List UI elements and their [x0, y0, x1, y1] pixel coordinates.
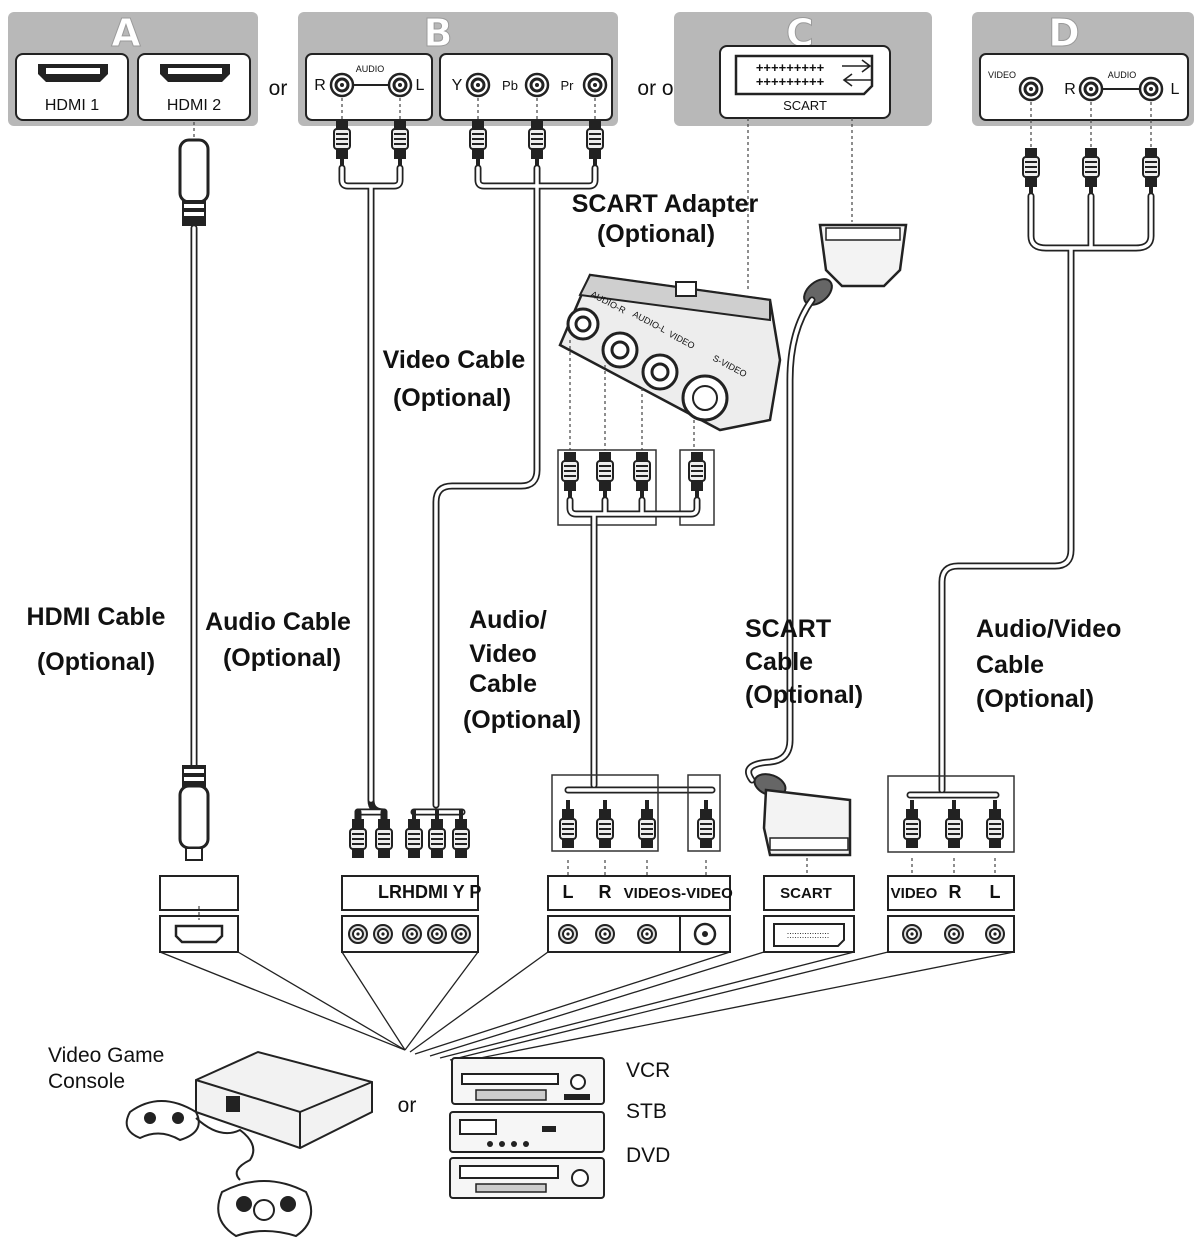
svg-text:Audio/: Audio/	[469, 606, 547, 634]
dvd-label: DVD	[626, 1144, 670, 1167]
audio-cable	[333, 119, 409, 859]
scart-port-label: SCART	[783, 98, 827, 113]
svg-text:SCART: SCART	[745, 615, 831, 643]
svg-text:(Optional): (Optional)	[37, 648, 155, 676]
svg-text:(Optional): (Optional)	[745, 681, 863, 709]
svg-text:+++++++++: +++++++++	[756, 60, 825, 75]
y-jack	[465, 72, 491, 98]
jack-scart: SCART :::::::::::::::::	[763, 858, 855, 953]
controller-2	[217, 1180, 313, 1238]
svg-text:SCART: SCART	[780, 885, 832, 902]
audio-l-jack	[387, 72, 413, 98]
label-scart-adapter: SCART Adapter (Optional)	[572, 190, 759, 248]
svg-text:(Optional): (Optional)	[393, 384, 511, 412]
hdmi-cable	[178, 138, 210, 861]
stb-device	[449, 1111, 605, 1153]
svg-text:Console: Console	[48, 1070, 125, 1093]
d-r-label: R	[1064, 81, 1076, 98]
svg-text:S-VIDEO: S-VIDEO	[671, 885, 733, 902]
svg-text:Video Cable: Video Cable	[383, 346, 526, 374]
panel-c: C +++++++++ +++++++++ SCART	[674, 11, 932, 126]
fan-lines	[159, 951, 1015, 1063]
hdmi2-port: HDMI 2	[137, 53, 251, 121]
svg-text:Cable: Cable	[745, 648, 813, 676]
d-r-jack	[1078, 76, 1104, 102]
svg-text:Video Game: Video Game	[48, 1044, 164, 1067]
hdmi1-label: HDMI 1	[45, 97, 99, 114]
hdmi2-label: HDMI 2	[167, 97, 221, 114]
panel-d: D VIDEO R AUDIO L	[972, 11, 1194, 126]
stb-label: STB	[626, 1100, 667, 1123]
svg-text:(Optional): (Optional)	[597, 220, 715, 248]
svg-text:Cable: Cable	[469, 670, 537, 698]
svg-text:L: L	[990, 882, 1001, 902]
svg-text:Video: Video	[469, 640, 537, 668]
svg-text::::::::::::::::::: :::::::::::::::::	[787, 930, 830, 940]
audio-r-label: R	[314, 77, 326, 94]
svg-text:HDMI Cable: HDMI Cable	[27, 603, 166, 631]
scart-port: +++++++++ +++++++++ SCART	[734, 54, 874, 113]
svg-text:SCART Adapter: SCART Adapter	[572, 190, 759, 218]
dvd-device	[449, 1157, 605, 1199]
label-av2-cable: Audio/Video Cable (Optional)	[976, 615, 1121, 713]
or-label-ab: or	[269, 77, 288, 100]
label-video-cable: Video Cable (Optional)	[383, 346, 526, 412]
audio-r-jack	[329, 72, 355, 98]
jack-hdmi	[159, 875, 239, 953]
or-label-bc: or or	[637, 77, 680, 100]
controller-1	[125, 1100, 200, 1142]
av2-cable	[887, 147, 1160, 853]
jack-component: LRHDMI Y P	[341, 875, 481, 953]
svg-text:(Optional): (Optional)	[223, 644, 341, 672]
label-scart-cable: SCART Cable (Optional)	[745, 615, 863, 709]
jack-av2: VIDEO R L	[887, 858, 1015, 953]
label-av-cable: Audio/ Video Cable (Optional)	[463, 606, 581, 734]
svg-text:(Optional): (Optional)	[976, 685, 1094, 713]
video-cable	[405, 119, 604, 859]
svg-text:R: R	[949, 882, 962, 902]
video-game-console: Video Game Console	[48, 1044, 373, 1238]
y-label: Y	[452, 77, 463, 94]
panel-a-letter: A	[111, 11, 141, 55]
svg-text:Cable: Cable	[976, 651, 1044, 679]
panel-a: A HDMI 1 HDMI 2	[8, 11, 258, 126]
d-audio-label: AUDIO	[1108, 70, 1137, 80]
audio-l-label: L	[416, 77, 425, 94]
scart-cable	[745, 223, 908, 857]
svg-text:R: R	[599, 882, 612, 902]
pb-label: Pb	[502, 78, 518, 93]
label-audio-cable: Audio Cable (Optional)	[205, 608, 351, 672]
panel-b: B AUDIO R L Y Pb Pr	[298, 11, 618, 126]
svg-text:Audio Cable: Audio Cable	[205, 608, 351, 636]
pb-jack	[524, 72, 550, 98]
svg-text:Audio/Video: Audio/Video	[976, 615, 1121, 643]
d-video-label: VIDEO	[988, 70, 1016, 80]
pr-label: Pr	[561, 78, 575, 93]
or-label-bottom: or	[398, 1094, 417, 1117]
label-hdmi-cable: HDMI Cable (Optional)	[27, 603, 166, 676]
panel-d-letter: D	[1048, 11, 1080, 55]
svg-text:(Optional): (Optional)	[463, 706, 581, 734]
av-device-stack: VCR STB DVD	[449, 1057, 670, 1199]
scart-adapter: S-VIDEO VIDEO AUDIO-L AUDIO-R	[558, 273, 782, 432]
svg-text:VIDEO: VIDEO	[891, 885, 938, 902]
hdmi1-port: HDMI 1	[15, 53, 129, 121]
d-video-jack	[1018, 76, 1044, 102]
jack-av: L R VIDEO S-VIDEO	[547, 860, 733, 953]
svg-text:L: L	[563, 882, 574, 902]
panel-b-letter: B	[424, 11, 453, 55]
vcr-label: VCR	[626, 1059, 670, 1082]
pr-jack	[582, 72, 608, 98]
vcr-device	[451, 1057, 605, 1105]
audio-label: AUDIO	[356, 64, 385, 74]
d-l-label: L	[1171, 81, 1180, 98]
svg-text:VIDEO: VIDEO	[624, 885, 671, 902]
d-l-jack	[1138, 76, 1164, 102]
av-cable	[551, 449, 721, 852]
jack-component-label: LRHDMI Y P	[378, 882, 481, 902]
svg-text:+++++++++: +++++++++	[756, 74, 825, 89]
